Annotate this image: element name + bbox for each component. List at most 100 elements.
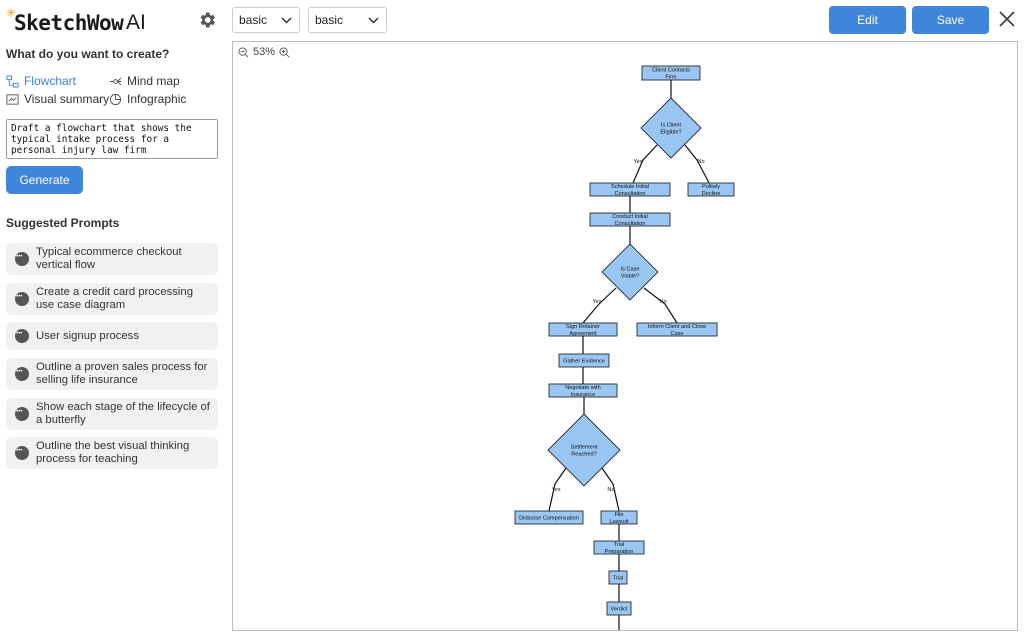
flow-node[interactable] bbox=[589, 182, 671, 197]
suggested-prompt[interactable]: Outline a proven sales process for selli… bbox=[6, 358, 218, 390]
top-toolbar: basic basic Edit Save bbox=[226, 0, 1024, 40]
node-label[interactable]: Disburse Compensation bbox=[519, 516, 579, 522]
edit-button[interactable]: Edit bbox=[829, 6, 906, 34]
connector-line[interactable] bbox=[601, 467, 620, 512]
suggested-prompts-title: Suggested Prompts bbox=[6, 216, 120, 230]
flow-node[interactable] bbox=[606, 601, 632, 616]
style-select-1[interactable]: basic bbox=[232, 7, 300, 33]
connector-line[interactable] bbox=[632, 144, 658, 184]
flow-node[interactable] bbox=[548, 383, 618, 398]
flow-node[interactable] bbox=[600, 510, 638, 525]
save-button[interactable]: Save bbox=[912, 6, 989, 34]
more-icon bbox=[15, 444, 29, 460]
flow-node[interactable] bbox=[589, 212, 671, 227]
chevron-down-icon bbox=[281, 17, 292, 24]
zoom-level: 53% bbox=[253, 46, 276, 58]
type-label: Infographic bbox=[127, 92, 187, 106]
type-label: Visual summary bbox=[24, 92, 110, 106]
connector-line[interactable] bbox=[582, 287, 617, 324]
more-icon bbox=[15, 250, 29, 266]
node-label[interactable]: Politely bbox=[702, 184, 720, 190]
node-label[interactable]: Gather Evidence bbox=[563, 359, 605, 365]
sidebar: ✳ SketchWow AI What do you want to creat… bbox=[0, 0, 226, 640]
more-icon bbox=[15, 290, 29, 306]
type-infographic[interactable]: Infographic bbox=[109, 92, 186, 106]
node-label[interactable]: Schedule Initial bbox=[611, 184, 649, 190]
node-label[interactable]: Is Case bbox=[621, 267, 640, 273]
connector-line[interactable] bbox=[643, 287, 678, 324]
node-label[interactable]: File bbox=[614, 512, 623, 518]
flow-node[interactable] bbox=[558, 353, 610, 368]
connector-line[interactable] bbox=[548, 467, 567, 512]
node-label[interactable]: Agreement bbox=[569, 331, 597, 337]
node-label[interactable]: Negotiate with bbox=[565, 385, 600, 391]
flow-node[interactable] bbox=[687, 182, 735, 197]
edge-label[interactable]: No bbox=[697, 159, 704, 165]
edge-label[interactable]: Yes bbox=[633, 159, 642, 165]
node-label[interactable]: Is Client bbox=[661, 123, 682, 129]
flow-node[interactable] bbox=[641, 65, 701, 81]
type-flowchart[interactable]: Flowchart bbox=[6, 74, 76, 88]
node-label[interactable]: Insurance bbox=[571, 392, 596, 398]
node-label[interactable]: Conduct Initial bbox=[612, 214, 647, 220]
node-label[interactable]: Lawsuit bbox=[610, 519, 629, 525]
node-label[interactable]: Decline bbox=[702, 191, 721, 197]
edge-label[interactable]: No bbox=[659, 299, 666, 305]
suggested-prompt[interactable]: User signup process bbox=[6, 322, 218, 350]
zoom-in-icon[interactable] bbox=[279, 46, 290, 58]
decision-node[interactable] bbox=[601, 243, 659, 301]
gear-icon[interactable] bbox=[197, 10, 217, 30]
type-visual-summary[interactable]: Visual summary bbox=[6, 92, 109, 106]
node-label[interactable]: Consultation bbox=[614, 191, 645, 197]
more-icon bbox=[15, 405, 29, 421]
mind-map-icon bbox=[109, 76, 122, 86]
node-label[interactable]: Viable? bbox=[621, 273, 640, 279]
style-select-2[interactable]: basic bbox=[308, 7, 387, 33]
type-label: Mind map bbox=[127, 74, 180, 88]
flow-node[interactable] bbox=[548, 322, 618, 337]
more-icon bbox=[15, 327, 29, 343]
chevron-down-icon bbox=[368, 17, 379, 24]
type-label: Flowchart bbox=[24, 74, 77, 88]
node-label[interactable]: Consultation bbox=[614, 221, 645, 227]
node-label[interactable]: Case bbox=[670, 331, 683, 337]
close-icon[interactable] bbox=[998, 10, 1016, 28]
suggested-prompt[interactable]: Typical ecommerce checkout vertical flow bbox=[6, 243, 218, 275]
node-label[interactable]: Inform Client and Close bbox=[648, 324, 706, 330]
more-icon bbox=[15, 365, 29, 381]
node-label[interactable]: Sign Retainer bbox=[566, 324, 600, 330]
brand-name: SketchWow bbox=[14, 11, 124, 35]
node-label[interactable]: Reached? bbox=[571, 451, 597, 457]
suggested-prompt[interactable]: Create a credit card processing use case… bbox=[6, 283, 218, 315]
prompt-input[interactable] bbox=[6, 119, 218, 159]
decision-node[interactable] bbox=[547, 413, 621, 487]
node-label[interactable]: Eligible? bbox=[660, 129, 681, 135]
connector-line[interactable] bbox=[684, 144, 710, 184]
logo: ✳ SketchWow AI bbox=[6, 6, 196, 38]
node-label[interactable]: Firm bbox=[665, 74, 677, 80]
node-label[interactable]: Preparation bbox=[605, 549, 634, 555]
edge-label[interactable]: Yes bbox=[551, 487, 560, 493]
suggested-prompt[interactable]: Outline the best visual thinking process… bbox=[6, 437, 218, 469]
edge-label[interactable]: Yes bbox=[592, 299, 601, 305]
node-label[interactable]: Trial bbox=[614, 542, 625, 548]
generate-button[interactable]: Generate bbox=[6, 166, 83, 194]
edge-label[interactable]: No bbox=[607, 487, 614, 493]
type-mind-map[interactable]: Mind map bbox=[109, 74, 180, 88]
flow-node[interactable] bbox=[636, 322, 718, 337]
decision-node[interactable] bbox=[640, 97, 702, 159]
infographic-icon bbox=[109, 93, 122, 105]
suggested-prompt[interactable]: Show each stage of the lifecycle of a bu… bbox=[6, 398, 218, 430]
node-label[interactable]: Verdict bbox=[610, 607, 628, 613]
zoom-out-icon[interactable] bbox=[238, 46, 249, 58]
node-label[interactable]: Client Contacts bbox=[652, 68, 690, 74]
flow-node[interactable] bbox=[593, 540, 645, 555]
flow-node[interactable] bbox=[514, 510, 584, 525]
brand-suffix: AI bbox=[126, 11, 146, 34]
node-label[interactable]: Settlement bbox=[571, 445, 598, 451]
flowchart-icon bbox=[6, 74, 19, 88]
flow-node[interactable] bbox=[608, 570, 628, 585]
node-label[interactable]: Trial bbox=[613, 576, 624, 582]
